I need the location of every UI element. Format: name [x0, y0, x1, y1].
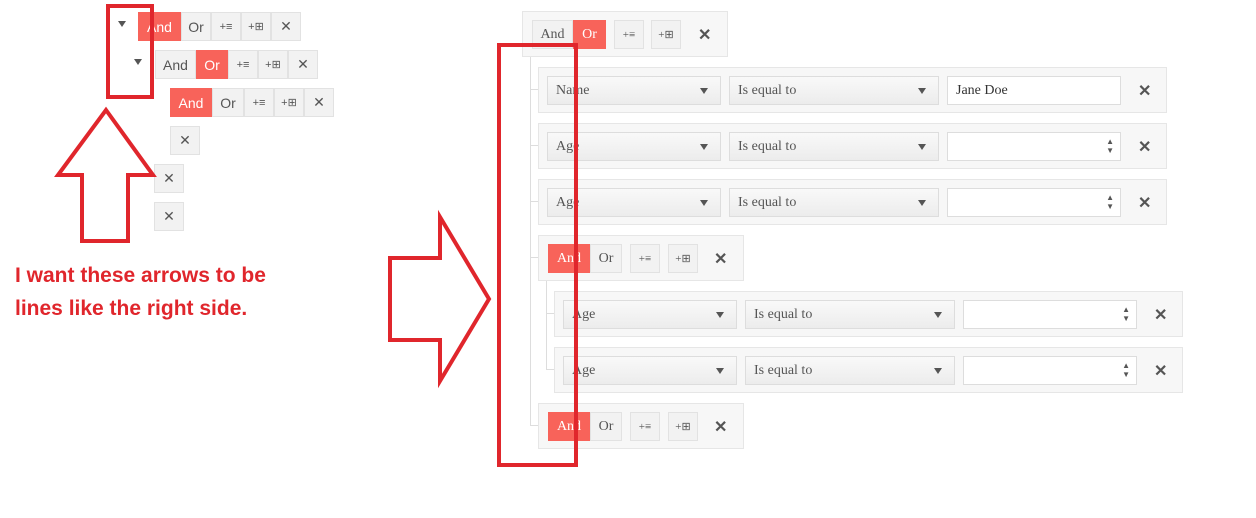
add-group-button[interactable]: +⊞ — [668, 412, 698, 441]
add-group-button[interactable]: +⊞ — [274, 88, 304, 117]
add-rule-button[interactable]: +≡ — [630, 244, 660, 273]
field-value: Name — [556, 83, 590, 98]
operator-value: Is equal to — [754, 307, 813, 322]
delete-button[interactable]: ✕ — [170, 126, 200, 155]
rule-row: Age Is equal to ▲▼ ✕ — [554, 347, 1183, 393]
add-rule-button[interactable]: +≡ — [228, 50, 258, 79]
field-value: Age — [556, 139, 580, 154]
spinner-icon[interactable]: ▲▼ — [1122, 305, 1130, 323]
and-button[interactable]: And — [548, 412, 590, 441]
field-select[interactable]: Age — [563, 356, 737, 385]
and-button[interactable]: And — [170, 88, 212, 117]
rule-row: Name Is equal to Jane Doe ✕ — [538, 67, 1167, 113]
group-header: And Or +≡ +⊞ ✕ — [538, 235, 744, 281]
field-value: Age — [556, 195, 580, 210]
operator-select[interactable]: Is equal to — [745, 300, 955, 329]
operator-value: Is equal to — [738, 139, 797, 154]
annotation-line: I want these arrows to be — [15, 264, 266, 287]
operator-value: Is equal to — [754, 363, 813, 378]
delete-button[interactable]: ✕ — [288, 50, 318, 79]
operator-select[interactable]: Is equal to — [729, 76, 939, 105]
collapse-arrow-icon[interactable] — [118, 21, 126, 27]
operator-select[interactable]: Is equal to — [729, 188, 939, 217]
delete-button[interactable]: ✕ — [154, 202, 184, 231]
add-group-button[interactable]: +⊞ — [651, 20, 681, 49]
chevron-down-icon — [934, 312, 942, 318]
group-header: And Or +≡ +⊞ ✕ — [522, 11, 728, 57]
tree-line — [530, 257, 538, 258]
operator-value: Is equal to — [738, 83, 797, 98]
add-rule-button[interactable]: +≡ — [244, 88, 274, 117]
close-icon[interactable]: ✕ — [1138, 83, 1152, 100]
tree-line — [530, 425, 538, 426]
or-button[interactable]: Or — [573, 20, 606, 49]
number-input[interactable]: ▲▼ — [963, 356, 1137, 385]
or-button[interactable]: Or — [590, 412, 622, 441]
chevron-down-icon — [700, 144, 708, 150]
close-icon[interactable]: ✕ — [1154, 363, 1168, 380]
or-button[interactable]: Or — [181, 12, 211, 41]
add-group-button[interactable]: +⊞ — [241, 12, 271, 41]
spinner-icon[interactable]: ▲▼ — [1106, 137, 1114, 155]
add-rule-button[interactable]: +≡ — [211, 12, 241, 41]
chevron-down-icon — [918, 144, 926, 150]
tree-line — [546, 369, 554, 370]
number-input[interactable]: ▲▼ — [963, 300, 1137, 329]
chevron-down-icon — [918, 88, 926, 94]
close-icon[interactable]: ✕ — [1138, 139, 1152, 156]
or-button[interactable]: Or — [196, 50, 228, 79]
rule-row: Age Is equal to ▲▼ ✕ — [554, 291, 1183, 337]
tree-line — [530, 201, 538, 202]
spinner-icon[interactable]: ▲▼ — [1106, 193, 1114, 211]
add-group-button[interactable]: +⊞ — [668, 244, 698, 273]
chevron-down-icon — [700, 200, 708, 206]
collapse-arrow-icon[interactable] — [134, 59, 142, 65]
add-group-button[interactable]: +⊞ — [258, 50, 288, 79]
tree-line — [530, 89, 538, 90]
tree-line — [530, 145, 538, 146]
close-icon[interactable]: ✕ — [1138, 195, 1152, 212]
right-arrow-icon — [388, 209, 492, 389]
chevron-down-icon — [918, 200, 926, 206]
and-button[interactable]: And — [155, 50, 196, 79]
tree-line — [546, 280, 547, 370]
rule-row: Age Is equal to ▲▼ ✕ — [538, 179, 1167, 225]
and-button[interactable]: And — [548, 244, 590, 273]
delete-button[interactable]: ✕ — [304, 88, 334, 117]
tree-line — [546, 313, 554, 314]
close-icon[interactable]: ✕ — [714, 419, 728, 436]
value-input[interactable]: Jane Doe — [947, 76, 1121, 105]
operator-select[interactable]: Is equal to — [729, 132, 939, 161]
annotation-text: I want these arrows to be lines like the … — [15, 259, 266, 325]
operator-select[interactable]: Is equal to — [745, 356, 955, 385]
close-icon[interactable]: ✕ — [1154, 307, 1168, 324]
or-button[interactable]: Or — [212, 88, 244, 117]
delete-button[interactable]: ✕ — [154, 164, 184, 193]
add-rule-button[interactable]: +≡ — [614, 20, 644, 49]
chevron-down-icon — [934, 368, 942, 374]
highlight-box — [106, 4, 154, 99]
or-button[interactable]: Or — [590, 244, 622, 273]
close-icon[interactable]: ✕ — [698, 27, 712, 44]
chevron-down-icon — [700, 88, 708, 94]
close-icon[interactable]: ✕ — [714, 251, 728, 268]
rule-row: Age Is equal to ▲▼ ✕ — [538, 123, 1167, 169]
add-rule-button[interactable]: +≡ — [630, 412, 660, 441]
number-input[interactable]: ▲▼ — [947, 188, 1121, 217]
chevron-down-icon — [716, 368, 724, 374]
group-header: And Or +≡ +⊞ ✕ — [538, 403, 744, 449]
number-input[interactable]: ▲▼ — [947, 132, 1121, 161]
highlight-box — [497, 43, 578, 467]
annotation-line: lines like the right side. — [15, 297, 248, 320]
tree-line — [530, 57, 531, 426]
chevron-down-icon — [716, 312, 724, 318]
delete-button[interactable]: ✕ — [271, 12, 301, 41]
spinner-icon[interactable]: ▲▼ — [1122, 361, 1130, 379]
field-select[interactable]: Age — [563, 300, 737, 329]
operator-value: Is equal to — [738, 195, 797, 210]
up-arrow-icon — [54, 106, 157, 243]
